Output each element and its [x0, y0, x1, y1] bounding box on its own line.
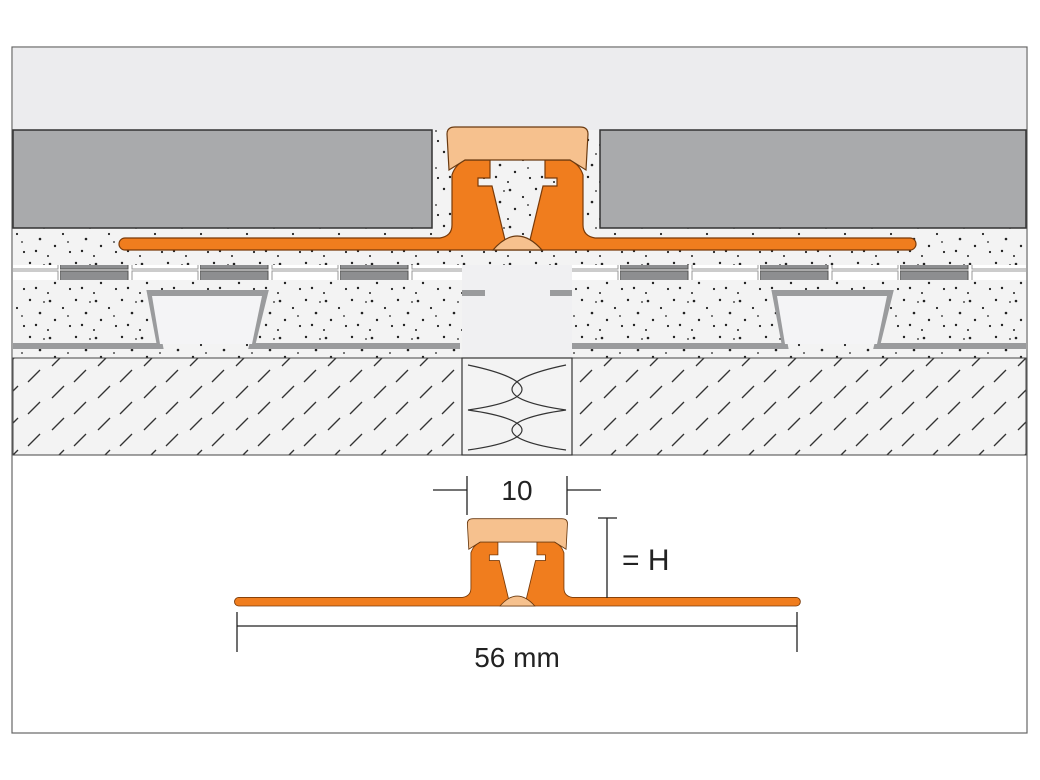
joint-width-label: 10	[501, 475, 532, 506]
insulation-strip	[461, 357, 573, 456]
tile-left	[12, 129, 433, 229]
joint-gap	[462, 265, 572, 358]
section-view	[11, 46, 1028, 734]
room-space	[13, 48, 1026, 130]
total-width-label: 56 mm	[474, 642, 560, 673]
dimension-lines	[236, 476, 798, 652]
profile-detail: 10 = H 56 mm	[234, 475, 801, 673]
height-label: = H	[622, 544, 670, 577]
tile-right	[599, 129, 1027, 229]
membrane-channels	[13, 290, 1026, 349]
